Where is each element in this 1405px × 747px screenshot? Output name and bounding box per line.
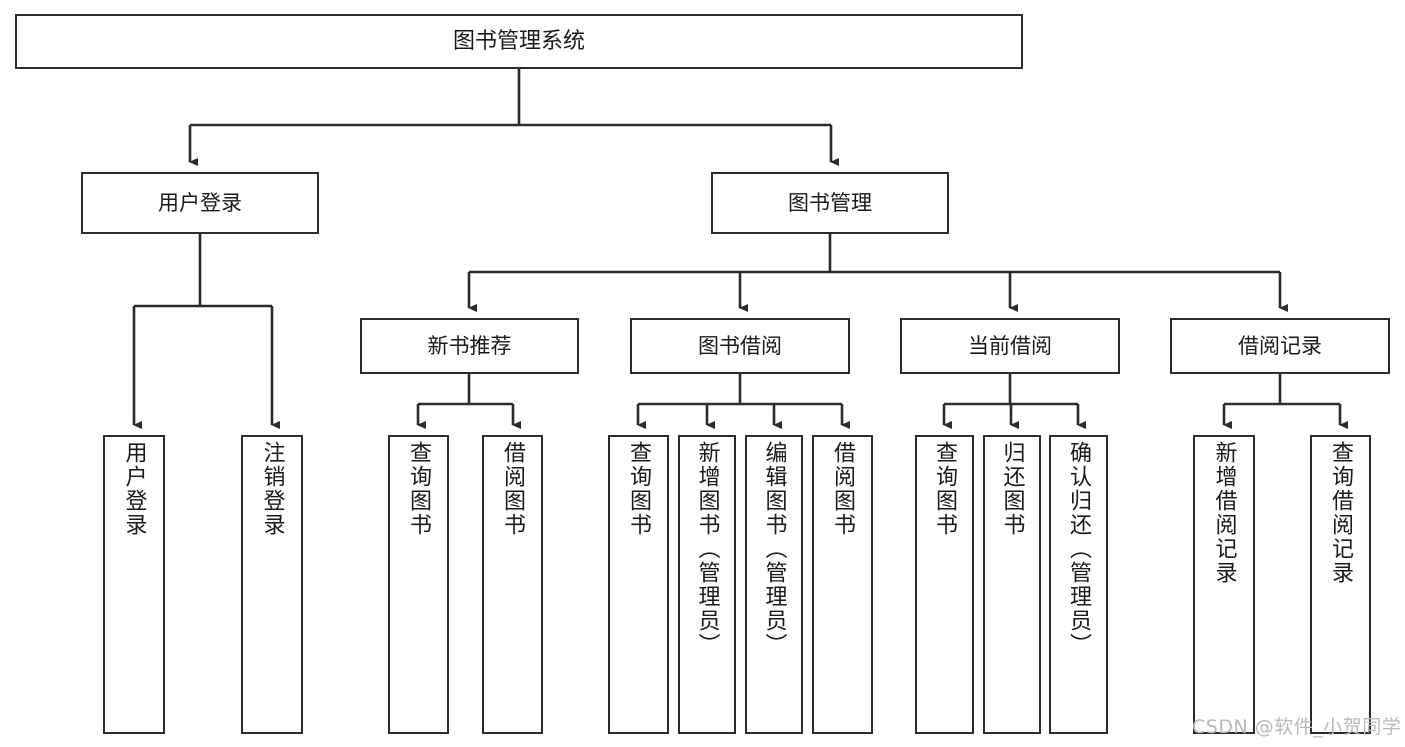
node-borrow-record-label: 借阅记录 xyxy=(1238,333,1322,358)
node-current-borrow[interactable]: 当前借阅 xyxy=(900,318,1120,374)
node-leaf-confirm-return-label: 确认归还（管理员） xyxy=(1066,441,1092,657)
node-leaf-user-logout-label: 注销登录 xyxy=(259,441,285,537)
node-leaf-add-book-label: 新增图书（管理员） xyxy=(694,441,720,657)
node-user-login[interactable]: 用户登录 xyxy=(81,172,319,234)
node-leaf-confirm-return[interactable]: 确认归还（管理员） xyxy=(1049,435,1108,734)
node-new-book-recommend[interactable]: 新书推荐 xyxy=(360,318,579,374)
node-leaf-borrow-book-2[interactable]: 借阅图书 xyxy=(812,435,873,734)
node-leaf-query-book-3[interactable]: 查询图书 xyxy=(915,435,974,734)
csdn-watermark: CSDN @软件_小贺同学 xyxy=(1192,716,1402,738)
node-leaf-edit-book-label: 编辑图书（管理员） xyxy=(761,441,787,657)
node-leaf-borrow-book-2-label: 借阅图书 xyxy=(830,441,856,537)
node-book-borrow-label: 图书借阅 xyxy=(698,333,782,358)
node-leaf-user-login-label: 用户登录 xyxy=(121,441,147,537)
node-book-manage[interactable]: 图书管理 xyxy=(711,172,949,234)
node-book-manage-label: 图书管理 xyxy=(788,190,872,215)
node-leaf-add-record-label: 新增借阅记录 xyxy=(1211,441,1237,585)
node-leaf-return-book-label: 归还图书 xyxy=(999,441,1025,537)
node-leaf-add-book[interactable]: 新增图书（管理员） xyxy=(678,435,736,734)
node-leaf-edit-book[interactable]: 编辑图书（管理员） xyxy=(745,435,803,734)
node-leaf-query-book-3-label: 查询图书 xyxy=(932,441,958,537)
node-leaf-borrow-book-1-label: 借阅图书 xyxy=(500,441,526,537)
node-leaf-add-record[interactable]: 新增借阅记录 xyxy=(1193,435,1255,734)
node-user-login-label: 用户登录 xyxy=(158,190,242,215)
node-leaf-user-login[interactable]: 用户登录 xyxy=(103,435,165,734)
node-leaf-user-logout[interactable]: 注销登录 xyxy=(241,435,303,734)
node-leaf-query-book-1[interactable]: 查询图书 xyxy=(388,435,449,734)
node-leaf-query-record-label: 查询借阅记录 xyxy=(1328,441,1354,585)
node-leaf-query-book-2-label: 查询图书 xyxy=(626,441,652,537)
node-root[interactable]: 图书管理系统 xyxy=(15,14,1023,69)
node-leaf-query-book-1-label: 查询图书 xyxy=(406,441,432,537)
node-current-borrow-label: 当前借阅 xyxy=(968,333,1052,358)
node-root-label: 图书管理系统 xyxy=(452,28,585,54)
node-book-borrow[interactable]: 图书借阅 xyxy=(630,318,850,374)
node-leaf-borrow-book-1[interactable]: 借阅图书 xyxy=(482,435,543,734)
node-leaf-query-book-2[interactable]: 查询图书 xyxy=(608,435,669,734)
node-borrow-record[interactable]: 借阅记录 xyxy=(1170,318,1390,374)
node-leaf-query-record[interactable]: 查询借阅记录 xyxy=(1310,435,1371,734)
node-leaf-return-book[interactable]: 归还图书 xyxy=(983,435,1041,734)
node-new-book-recommend-label: 新书推荐 xyxy=(427,333,512,358)
